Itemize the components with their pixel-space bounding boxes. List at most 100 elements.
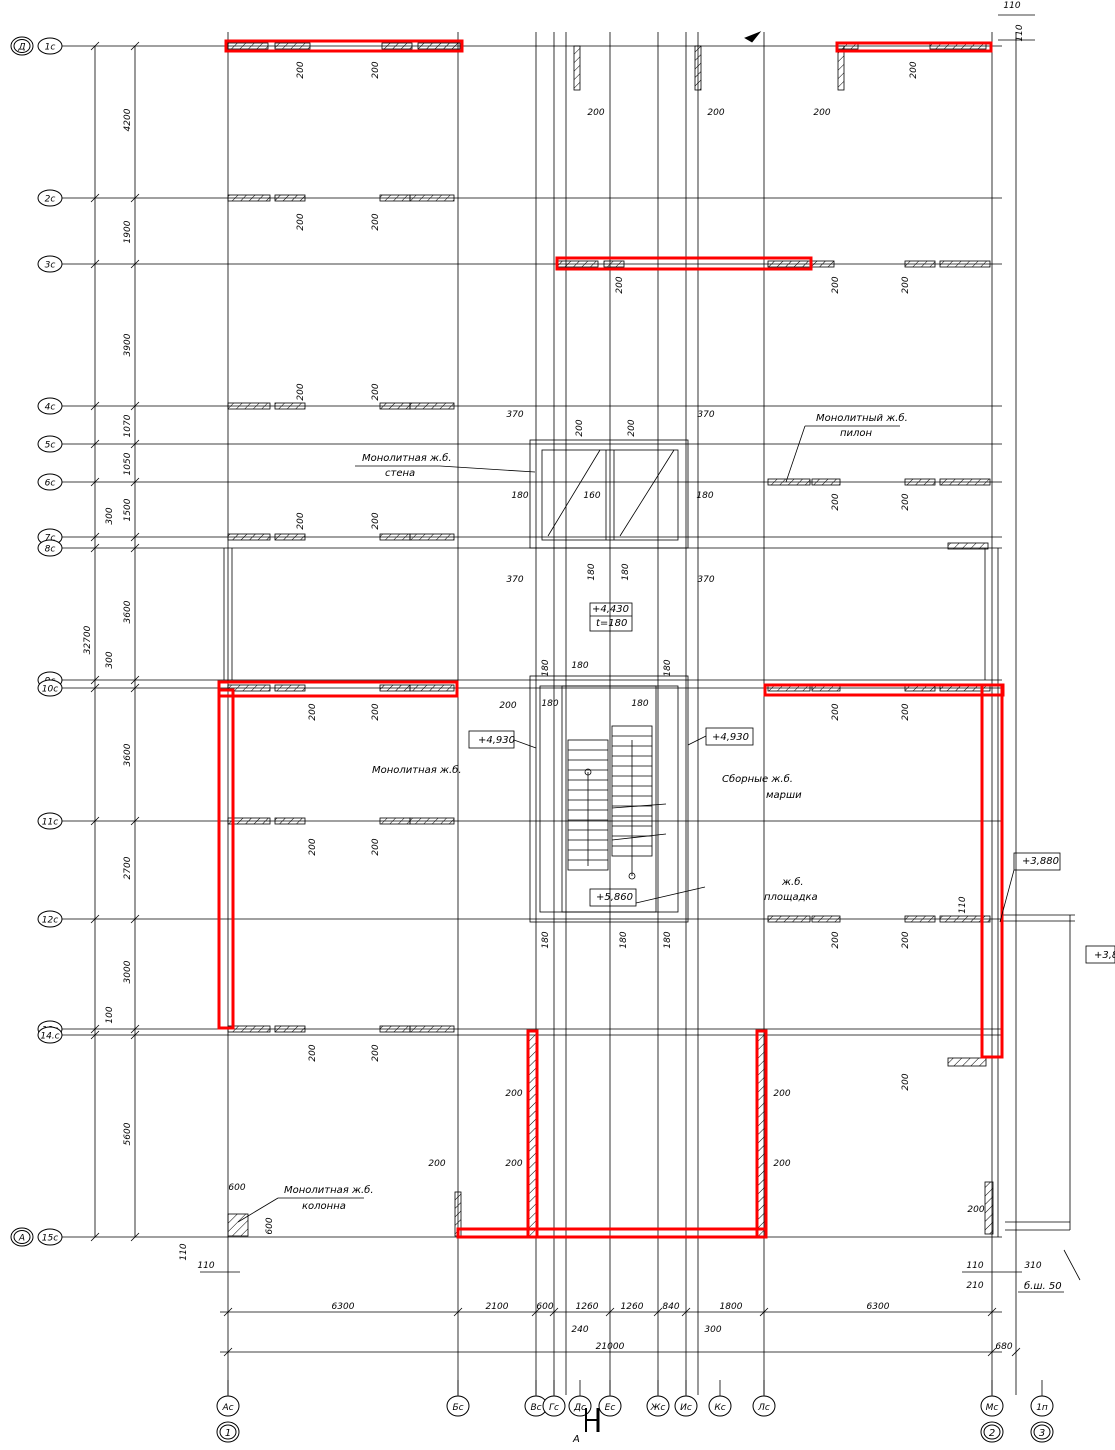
highlight-box <box>980 683 1004 1059</box>
wall-thickness-dim: 200 <box>371 61 381 78</box>
landing-note-line1: ж.б. <box>781 876 804 888</box>
horizontal-dim-value: 6300 <box>867 1302 890 1312</box>
axis-bubble <box>37 812 63 830</box>
wall-piece <box>274 817 306 825</box>
wall-thickness-dim: 180 <box>621 563 631 580</box>
wall-thickness-dim: 180 <box>571 661 588 671</box>
wall-thickness-dim: 180 <box>663 931 673 948</box>
vertical-dim-value: 2700 <box>123 856 133 879</box>
wall-thickness-dim: 200 <box>296 61 306 78</box>
axis-label-primary: А <box>18 1234 25 1244</box>
core-offset-dim: 240 <box>571 1325 588 1335</box>
vertical-dim-value: 3600 <box>123 600 133 623</box>
wall-note-line1: Монолитная ж.б. <box>362 452 452 464</box>
wall-thickness-dim: 200 <box>371 512 381 529</box>
axis-label: Лс <box>757 1403 770 1413</box>
wall-piece <box>409 684 455 692</box>
wall-piece <box>947 542 989 550</box>
dim-tick <box>130 675 140 685</box>
wall-piece <box>409 1025 455 1033</box>
wall-piece <box>837 45 845 91</box>
wall-thickness-dim: 200 <box>296 383 306 400</box>
axis-label: Жс <box>650 1403 666 1413</box>
axis-label: Гс <box>549 1403 559 1413</box>
wall-thickness-dim: 180 <box>541 699 558 709</box>
section-mark: А <box>572 1434 580 1445</box>
wall-piece <box>409 194 455 202</box>
highlight-box <box>555 256 813 271</box>
wall-piece <box>904 260 936 268</box>
dim-tick <box>90 1030 100 1040</box>
dim-tick <box>223 1307 233 1317</box>
axis-bubble <box>37 397 63 415</box>
dim-tick <box>130 401 140 411</box>
axis-label: Дс <box>573 1403 586 1413</box>
axis-bubble <box>37 679 63 697</box>
dim-tick <box>90 193 100 203</box>
dim-tick <box>130 532 140 542</box>
marches-note-line2: марши <box>766 790 802 801</box>
dim-tick <box>1011 1347 1021 1357</box>
axis-bubble <box>37 255 63 273</box>
wall-piece <box>274 194 306 202</box>
axis-bubble-inner <box>983 1424 1001 1440</box>
wall-thickness-dim: 200 <box>901 931 911 948</box>
axis-label: 3с <box>45 261 56 271</box>
axis-bubble <box>37 435 63 453</box>
dim-tick <box>130 1232 140 1242</box>
dim-tick <box>130 439 140 449</box>
wall-thickness-dim: 200 <box>308 838 318 855</box>
axis-bubble-inner <box>13 1230 31 1244</box>
highlight-boxes <box>217 39 1005 1239</box>
wall-thickness-dim: 200 <box>308 703 318 720</box>
wall-piece <box>379 817 411 825</box>
dim-tick <box>90 816 100 826</box>
axis-label: Бс <box>452 1403 463 1413</box>
dim-tick <box>531 1307 541 1317</box>
dim-tick <box>681 1307 691 1317</box>
wall-thickness-dim: 200 <box>813 108 830 118</box>
wall-piece <box>904 478 936 486</box>
axis-label: 15с <box>42 1234 58 1244</box>
dim-tick <box>605 1307 615 1317</box>
wall-note-line2: стена <box>385 468 415 479</box>
dim-tick <box>130 914 140 924</box>
pylon-note-line2: пилон <box>840 428 873 439</box>
axis-bubble <box>37 473 63 491</box>
dim-tick <box>987 1307 997 1317</box>
wall-piece <box>767 915 811 923</box>
axis-label: 6с <box>45 479 56 489</box>
vertical-dimension-texts: 4200190039001070105015003003600300360027… <box>83 108 133 1145</box>
wall-piece <box>811 478 841 486</box>
horizontal-dim-value: 1260 <box>576 1302 599 1312</box>
dim-tick <box>130 683 140 693</box>
dim-tick <box>549 1307 559 1317</box>
wall-piece <box>227 533 271 541</box>
wall-piece <box>274 1025 306 1033</box>
wall-thickness-dim: 180 <box>663 659 673 676</box>
elevator-shaft-inner <box>541 449 679 541</box>
wall-thickness-dim: 200 <box>901 493 911 510</box>
wall-piece <box>227 684 271 692</box>
column-note-line2: колонна <box>302 1201 346 1212</box>
shaft-diagonal <box>619 449 675 537</box>
dimension-lines <box>90 41 1022 1357</box>
axis-bubble <box>37 189 63 207</box>
wall-piece <box>274 42 311 50</box>
wall-piece <box>274 402 306 410</box>
axis-bubble <box>37 539 63 557</box>
vertical-dim-value: 1900 <box>123 220 133 243</box>
axis-label-primary: 1 <box>225 1428 231 1439</box>
overall-horizontal-dim: 21000 <box>596 1342 625 1352</box>
dim-tick <box>90 683 100 693</box>
axis-label-primary: 3 <box>1039 1428 1045 1439</box>
level-4930-left: +4,930 <box>478 735 515 746</box>
slab-thickness: t=180 <box>596 618 627 629</box>
wall-piece <box>811 260 835 268</box>
wall-piece <box>939 915 991 923</box>
vertical-dim-value: 300 <box>105 651 115 668</box>
